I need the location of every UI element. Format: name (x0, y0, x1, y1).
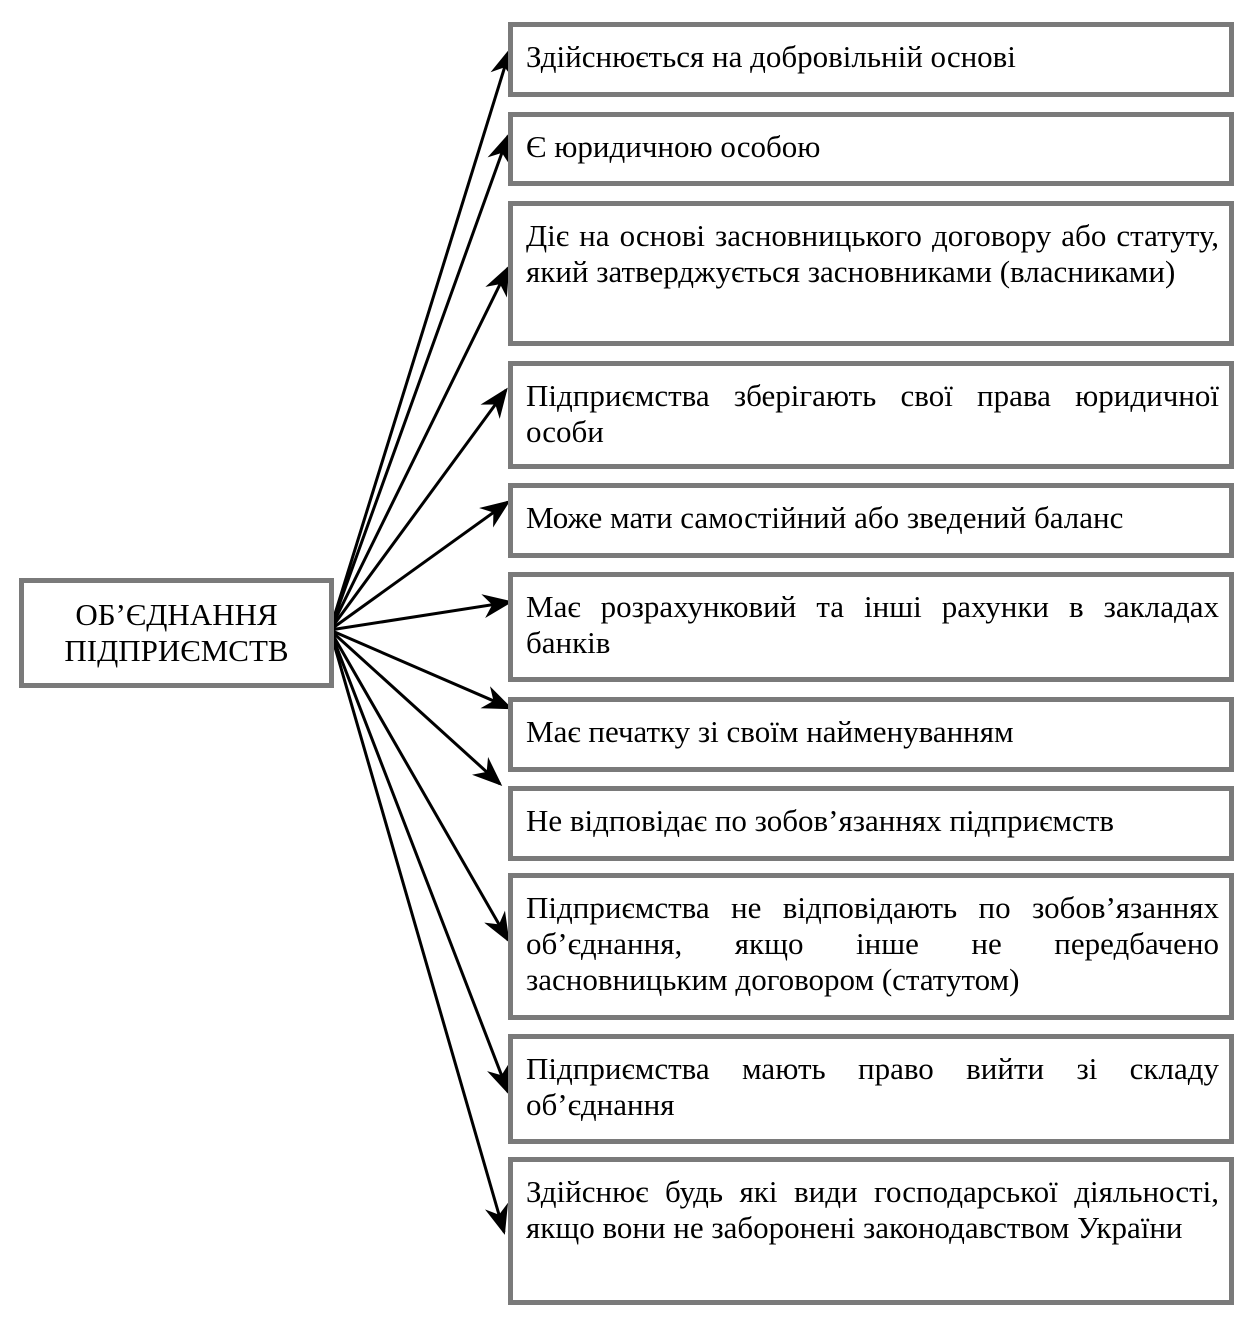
item-box-3: Діє на основі засновницького договору аб… (508, 201, 1234, 346)
center-title-line-2: ПІДПРИЄМСТВ (64, 633, 289, 668)
item-box-9: Підприємства не відповідають по зобов’яз… (508, 873, 1234, 1020)
item-box-5: Може мати самостійний або зведений балан… (508, 483, 1234, 558)
item-box-10: Підприємства мають право вийти зі складу… (508, 1034, 1234, 1144)
arrow-6 (329, 594, 513, 632)
item-box-1: Здійснюється на добровільній основі (508, 22, 1234, 97)
center-node: ОБ’ЄДНАННЯ ПІДПРИЄМСТВ (19, 578, 334, 688)
arrow-9 (328, 629, 510, 943)
arrow-4 (328, 387, 508, 631)
item-text-9: Підприємства не відповідають по зобов’яз… (526, 890, 1219, 997)
item-text-2: Є юридичною особою (526, 129, 821, 164)
arrow-1 (328, 47, 514, 631)
item-box-2: Є юридичною особою (508, 112, 1234, 186)
item-text-6: Має розрахунковий та інші рахунки в закл… (526, 589, 1219, 660)
item-text-3: Діє на основі засновницького договору аб… (526, 218, 1219, 289)
arrow-8 (328, 628, 503, 787)
arrow-10 (328, 629, 510, 1095)
item-text-5: Може мати самостійний або зведений балан… (526, 500, 1124, 535)
item-box-8: Не відповідає по зобов’язаннях підприємс… (508, 786, 1234, 861)
item-text-11: Здійснює будь які види господарської дія… (526, 1174, 1219, 1245)
arrow-2 (328, 133, 511, 631)
arrow-11 (328, 629, 509, 1235)
item-box-7: Має печатку зі своїм найменуванням (508, 697, 1234, 772)
item-text-8: Не відповідає по зобов’язаннях підприємс… (526, 803, 1114, 838)
item-text-4: Підприємства зберігають свої права юриди… (526, 378, 1219, 449)
arrow-7 (329, 628, 513, 710)
item-box-6: Має розрахунковий та інші рахунки в закл… (508, 572, 1234, 682)
item-text-7: Має печатку зі своїм найменуванням (526, 714, 1014, 749)
item-text-10: Підприємства мають право вийти зі складу… (526, 1051, 1219, 1122)
arrow-3 (328, 265, 510, 631)
item-text-1: Здійснюється на добровільній основі (526, 39, 1016, 74)
arrow-5 (329, 500, 511, 632)
item-box-4: Підприємства зберігають свої права юриди… (508, 361, 1234, 469)
item-box-11: Здійснює будь які види господарської дія… (508, 1157, 1234, 1305)
center-title-line-1: ОБ’ЄДНАННЯ (75, 597, 278, 632)
